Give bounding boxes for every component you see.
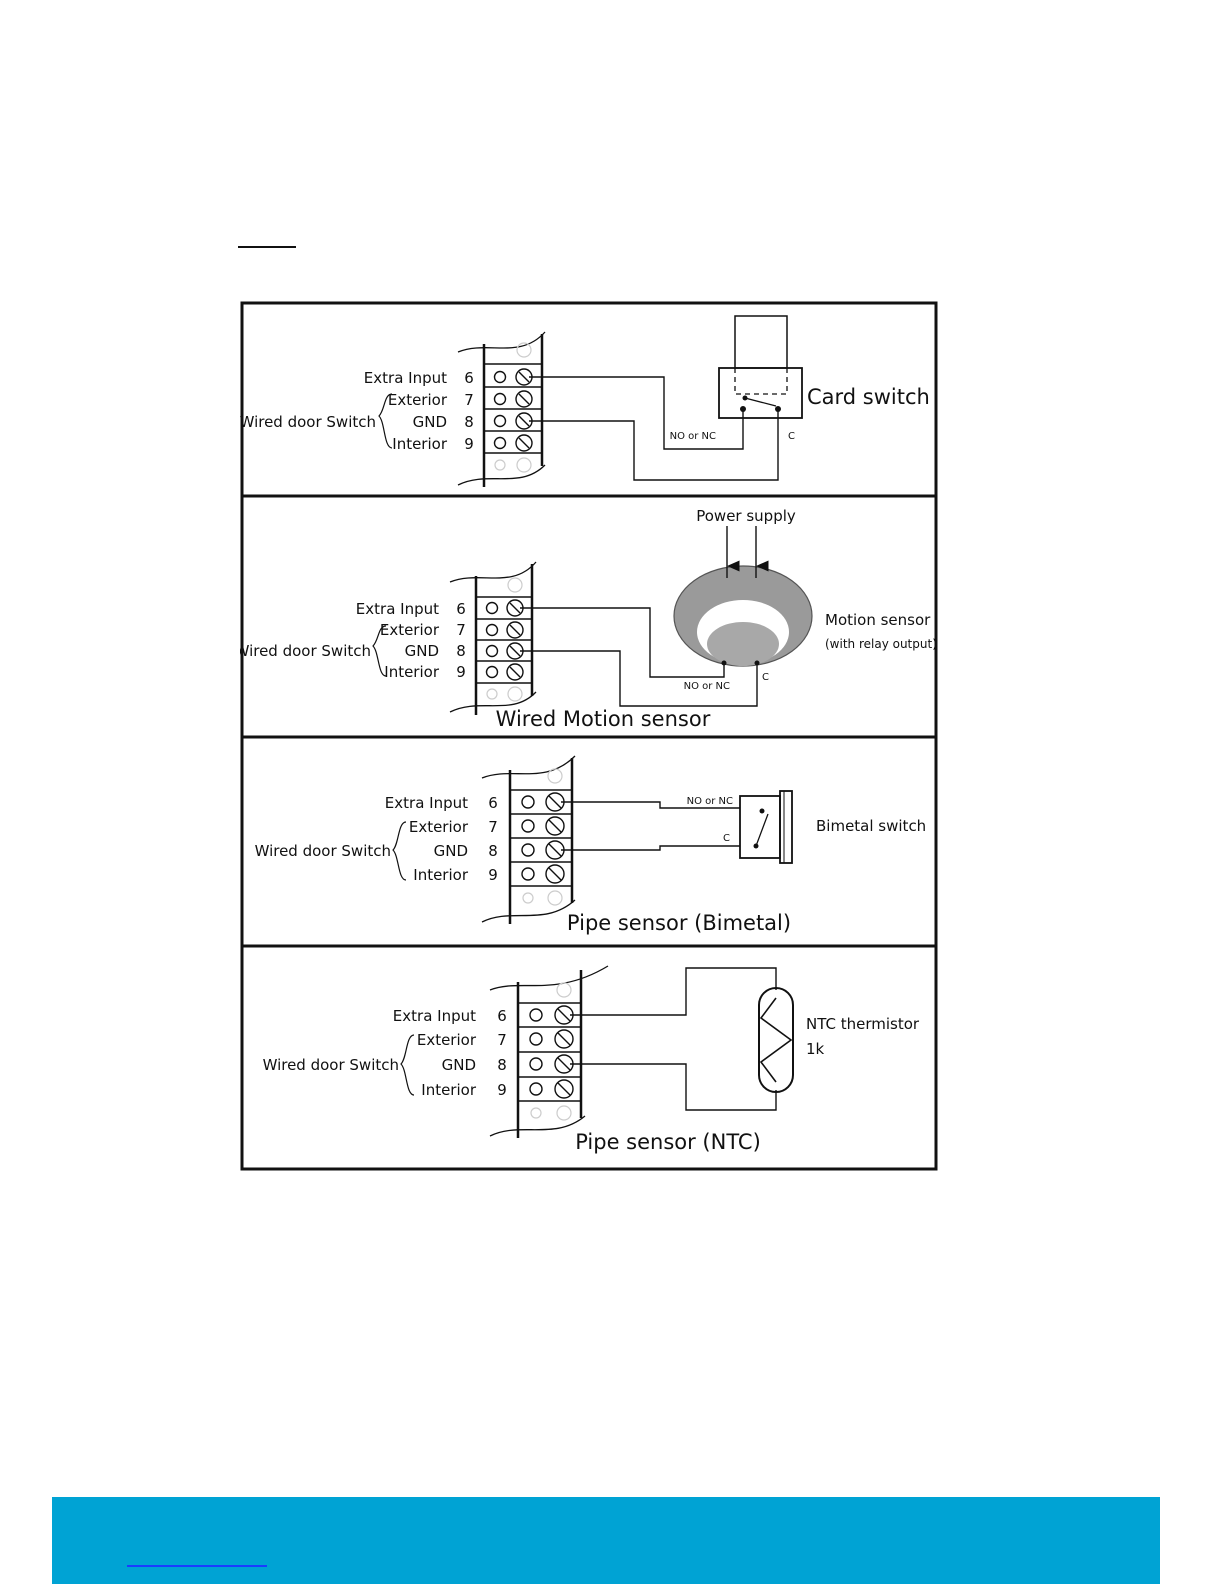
panel-card-switch: Extra Input Exterior GND Interior 6 7 8 … xyxy=(240,315,930,487)
label-gnd: GND xyxy=(442,1056,476,1074)
label-gnd: GND xyxy=(434,842,468,860)
terminal-number: 9 xyxy=(488,866,498,884)
terminal-block xyxy=(449,561,537,715)
label-c: C xyxy=(788,431,795,442)
brace xyxy=(400,1034,415,1096)
terminal-number: 9 xyxy=(464,435,474,453)
wires xyxy=(561,801,740,851)
terminal-block xyxy=(489,965,609,1138)
panel-bimetal: Extra Input Exterior GND Interior 6 7 8 … xyxy=(255,755,926,935)
label-extra-input: Extra Input xyxy=(356,600,439,618)
label-no-or-nc: NO or NC xyxy=(670,431,716,442)
terminal-number: 7 xyxy=(464,391,474,409)
label-wired-door-switch: Wired door Switch xyxy=(240,642,371,660)
wires xyxy=(529,376,779,481)
label-exterior: Exterior xyxy=(388,391,448,409)
terminal-number: 7 xyxy=(488,818,498,836)
bimetal-switch-device xyxy=(739,790,793,864)
terminal-number: 8 xyxy=(456,642,466,660)
panel-title-ntc: Pipe sensor (NTC) xyxy=(575,1130,761,1154)
terminal-number: 8 xyxy=(464,413,474,431)
terminal-block xyxy=(457,331,546,487)
label-exterior: Exterior xyxy=(380,621,440,639)
terminal-number: 9 xyxy=(497,1081,507,1099)
card-switch-label: Card switch xyxy=(807,385,930,409)
terminal-number: 8 xyxy=(488,842,498,860)
panel-motion-sensor: Extra Input Exterior GND Interior 6 7 8 … xyxy=(240,507,937,731)
footer-link[interactable] xyxy=(127,1565,267,1567)
wires xyxy=(520,607,758,707)
wiring-diagrams: Extra Input Exterior GND Interior 6 7 8 … xyxy=(240,301,938,1171)
ntc-thermistor-label: NTC thermistor xyxy=(806,1015,920,1033)
label-exterior: Exterior xyxy=(409,818,469,836)
terminal-block xyxy=(481,755,576,924)
motion-sensor-sublabel: (with relay output) xyxy=(825,637,937,651)
power-supply-label: Power supply xyxy=(696,507,796,525)
terminal-number: 7 xyxy=(497,1031,507,1049)
label-extra-input: Extra Input xyxy=(385,794,468,812)
label-exterior: Exterior xyxy=(417,1031,477,1049)
label-interior: Interior xyxy=(384,663,440,681)
brace xyxy=(392,821,407,881)
terminal-number: 6 xyxy=(497,1007,507,1025)
ntc-thermistor-device xyxy=(758,987,794,1093)
label-gnd: GND xyxy=(405,642,439,660)
label-interior: Interior xyxy=(413,866,469,884)
terminal-number: 6 xyxy=(464,369,474,387)
terminal-number: 8 xyxy=(497,1056,507,1074)
label-gnd: GND xyxy=(413,413,447,431)
label-wired-door-switch: Wired door Switch xyxy=(240,413,376,431)
ntc-thermistor-value: 1k xyxy=(806,1040,825,1058)
label-c: C xyxy=(762,672,769,683)
terminal-number: 9 xyxy=(456,663,466,681)
footer-bar xyxy=(52,1497,1160,1584)
label-interior: Interior xyxy=(392,435,448,453)
panel-ntc: Extra Input Exterior GND Interior 6 7 8 … xyxy=(263,965,920,1154)
label-c: C xyxy=(723,833,730,844)
terminal-number: 6 xyxy=(488,794,498,812)
label-wired-door-switch: Wired door Switch xyxy=(263,1056,399,1074)
motion-sensor-device xyxy=(673,565,813,667)
label-interior: Interior xyxy=(421,1081,477,1099)
brace xyxy=(378,393,393,449)
motion-sensor-label: Motion sensor xyxy=(825,611,931,629)
terminal-number: 6 xyxy=(456,600,466,618)
label-no-or-nc: NO or NC xyxy=(684,681,730,692)
label-extra-input: Extra Input xyxy=(393,1007,476,1025)
label-no-or-nc: NO or NC xyxy=(687,796,733,807)
card-switch-device xyxy=(718,315,803,419)
panel-title-motion: Wired Motion sensor xyxy=(496,707,711,731)
terminal-number: 7 xyxy=(456,621,466,639)
brace xyxy=(372,625,387,677)
wires xyxy=(570,967,777,1111)
label-wired-door-switch: Wired door Switch xyxy=(255,842,391,860)
power-arrows xyxy=(726,526,769,578)
label-extra-input: Extra Input xyxy=(364,369,447,387)
note-heading-underline xyxy=(238,246,296,248)
bimetal-switch-label: Bimetal switch xyxy=(816,817,926,835)
panel-title-bimetal: Pipe sensor (Bimetal) xyxy=(567,911,791,935)
